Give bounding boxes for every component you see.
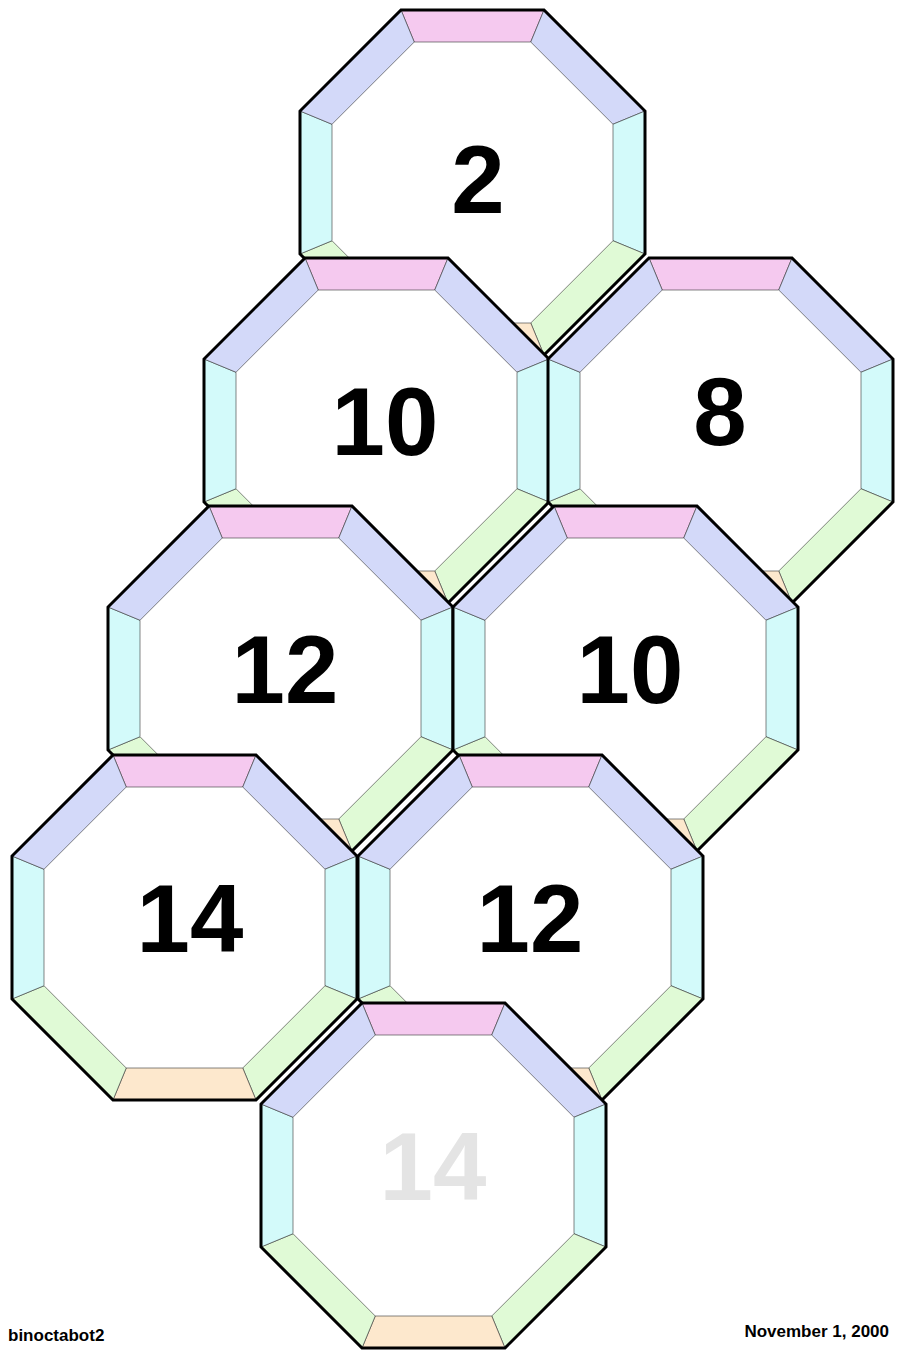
glue-band — [204, 258, 318, 372]
glue-band — [671, 856, 703, 999]
glue-band — [613, 111, 645, 254]
glue-band — [113, 1068, 256, 1100]
glue-band — [358, 856, 390, 999]
glue-band — [778, 258, 892, 372]
glue-band — [113, 755, 256, 787]
glue-band — [588, 985, 702, 1099]
glue-band — [108, 506, 222, 620]
glue-band — [325, 856, 357, 999]
face-number: 10 — [577, 622, 684, 718]
glue-band — [204, 359, 236, 502]
glue-band — [459, 755, 602, 787]
glue-band — [548, 359, 580, 502]
glue-band — [362, 1003, 505, 1035]
face-number: 12 — [232, 622, 339, 718]
face-number: 8 — [693, 364, 746, 460]
footer-label: binoctabot2 — [8, 1326, 104, 1346]
face-number: 12 — [477, 871, 584, 967]
glue-band — [683, 736, 797, 850]
glue-band — [434, 258, 548, 372]
face-number: 14 — [137, 871, 244, 967]
face-number: 2 — [451, 132, 504, 228]
glue-band — [12, 985, 126, 1099]
octagon-face: 14 — [12, 755, 357, 1100]
glue-band — [554, 506, 697, 538]
glue-band — [209, 506, 352, 538]
glue-band — [491, 1233, 605, 1347]
glue-band — [453, 506, 567, 620]
octagon-border — [12, 755, 357, 1100]
glue-band — [530, 10, 644, 124]
glue-band — [649, 258, 792, 290]
glue-band — [778, 488, 892, 602]
octagon-fill — [261, 1003, 606, 1348]
octagon-fill — [12, 755, 357, 1100]
glue-band — [574, 1104, 606, 1247]
glue-band — [766, 607, 798, 750]
glue-band — [12, 856, 44, 999]
glue-band — [261, 1003, 375, 1117]
glue-band — [305, 258, 448, 290]
glue-band — [861, 359, 893, 502]
face-number: 10 — [332, 374, 439, 470]
glue-band — [300, 10, 414, 124]
glue-band — [683, 506, 797, 620]
glue-band — [242, 755, 356, 869]
glue-band — [453, 607, 485, 750]
glue-band — [362, 1316, 505, 1348]
footer-label: November 1, 2000 — [744, 1322, 889, 1342]
glue-band — [358, 755, 472, 869]
glue-band — [401, 10, 544, 42]
glue-band — [421, 607, 453, 750]
glue-band — [548, 258, 662, 372]
glue-band — [491, 1003, 605, 1117]
glue-band — [338, 506, 452, 620]
glue-band — [517, 359, 549, 502]
glue-band — [300, 111, 332, 254]
glue-band — [588, 755, 702, 869]
glue-band — [261, 1104, 293, 1247]
glue-band — [12, 755, 126, 869]
glue-band — [108, 607, 140, 750]
octagon-border — [261, 1003, 606, 1348]
face-number: 14 — [380, 1119, 487, 1215]
octagon-face: 14 — [261, 1003, 606, 1348]
glue-band — [261, 1233, 375, 1347]
